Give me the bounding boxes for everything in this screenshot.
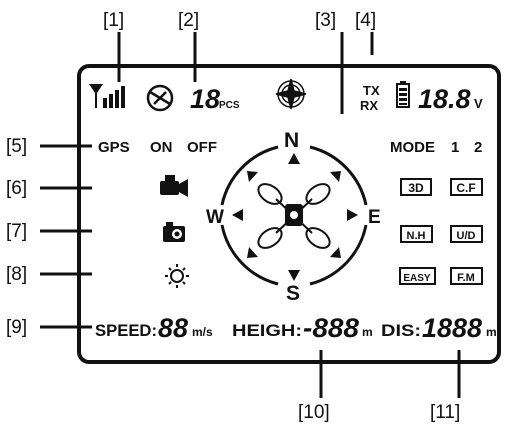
height-unit: m <box>362 325 373 339</box>
callout-2: [2] <box>178 10 199 31</box>
compass-south: S <box>286 282 300 305</box>
compass-rose-icon <box>275 78 307 110</box>
indicator-3d-box <box>400 178 432 196</box>
callout-4: [4] <box>355 10 376 31</box>
callout-6: [6] <box>6 178 27 199</box>
indicator-easy: EASY <box>403 273 431 284</box>
speed-label: SPEED: <box>95 321 157 340</box>
distance-value: 1888 <box>422 313 482 343</box>
callout-1: [1] <box>103 10 124 31</box>
indicator-fm: F.M <box>457 272 475 284</box>
voltage-value: 18.8 <box>418 84 471 114</box>
callout-7: [7] <box>6 221 27 242</box>
speed-unit: m/s <box>192 325 213 339</box>
callout-8: [8] <box>6 264 27 285</box>
mode-2-label: 2 <box>474 139 482 156</box>
indicator-nh: N.H <box>407 230 426 242</box>
voltage-unit: V <box>474 96 483 111</box>
leader-lines <box>40 32 461 398</box>
indicator-3d: 3D <box>408 181 424 195</box>
distance-unit: m <box>486 325 497 339</box>
callout-5: [5] <box>6 136 27 157</box>
video-camera-icon <box>160 175 188 197</box>
callout-10: [10] <box>298 402 330 423</box>
callout-9: [9] <box>6 317 27 338</box>
direction-arrows <box>232 153 358 281</box>
satellite-icon <box>146 84 174 112</box>
indicator-buttons: 3D C.F N.H U/D EASY F.M <box>399 178 483 285</box>
compass-ring <box>220 145 368 286</box>
indicator-nh-box <box>400 225 433 243</box>
tx-label: TX <box>363 83 380 98</box>
mode-label: MODE <box>390 139 435 156</box>
compass-east: E <box>368 207 381 228</box>
distance-label: DIS: <box>381 321 421 340</box>
indicator-cf: C.F <box>456 181 475 195</box>
compass-west: W <box>206 207 224 228</box>
indicator-fm-box <box>450 267 483 285</box>
gps-on-label: ON <box>150 139 173 156</box>
callout-11: [11] <box>430 402 460 423</box>
rx-label: RX <box>360 98 378 113</box>
battery-icon <box>396 81 410 108</box>
photo-camera-icon <box>163 222 185 242</box>
indicator-ud-box <box>450 225 483 243</box>
mode-1-label: 1 <box>451 139 459 156</box>
indicator-easy-box <box>399 267 436 285</box>
satellite-unit: PCS <box>219 100 240 111</box>
satellite-count: 18 <box>190 84 220 114</box>
light-icon <box>165 264 189 288</box>
gps-label: GPS <box>98 139 130 156</box>
indicator-ud: U/D <box>457 230 476 242</box>
height-value: -888 <box>303 313 359 343</box>
speed-value: 88 <box>158 313 188 343</box>
callout-3: [3] <box>315 10 336 31</box>
drone-icon <box>257 183 331 249</box>
height-label: HEIGH: <box>232 321 302 340</box>
compass-north: N <box>284 129 299 152</box>
signal-strength-icon <box>89 84 125 108</box>
lcd-frame <box>77 64 501 364</box>
indicator-cf-box <box>450 178 483 196</box>
gps-off-label: OFF <box>187 139 217 156</box>
